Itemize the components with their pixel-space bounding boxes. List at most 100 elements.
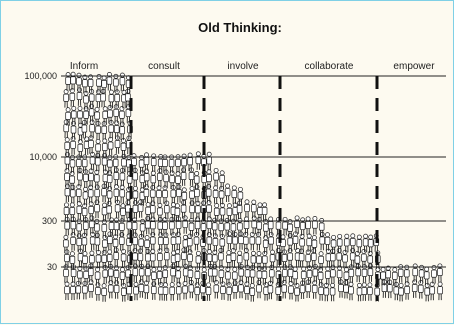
person-figure xyxy=(361,282,368,302)
person-figure xyxy=(242,231,249,252)
stage-label-consult: consult xyxy=(148,61,180,72)
person-figure xyxy=(75,184,82,204)
person-figure xyxy=(212,185,219,205)
person-figure xyxy=(133,281,139,301)
person-figure xyxy=(356,234,363,254)
person-figure xyxy=(220,281,226,301)
person-figure xyxy=(268,231,275,251)
person-figure xyxy=(120,248,127,268)
person-figure xyxy=(404,281,411,301)
person-figure xyxy=(143,280,150,300)
person-figure xyxy=(261,202,268,222)
level-lines xyxy=(61,75,446,268)
person-figure xyxy=(311,280,318,300)
person-figure xyxy=(213,167,220,187)
person-figure xyxy=(195,151,202,171)
person-figure xyxy=(70,281,76,301)
person-figure xyxy=(403,264,410,284)
person-figure xyxy=(194,266,201,286)
person-figure xyxy=(206,231,213,251)
person-figure xyxy=(156,185,162,205)
person-figure xyxy=(88,135,94,155)
person-figure xyxy=(282,216,289,236)
person-figure xyxy=(329,264,336,284)
person-figure xyxy=(63,119,70,139)
person-figure xyxy=(218,265,225,285)
person-figure xyxy=(243,247,250,267)
person-figure xyxy=(81,74,88,94)
person-figure xyxy=(212,233,219,253)
stage-label-inform: Inform xyxy=(70,61,98,72)
person-figure xyxy=(149,248,156,268)
person-figure xyxy=(89,151,96,171)
person-figure xyxy=(288,280,294,301)
person-figure xyxy=(193,231,200,252)
person-figure xyxy=(175,265,182,285)
person-figure xyxy=(411,279,418,299)
person-figure xyxy=(187,249,193,269)
level-label-100000: 100,000 xyxy=(24,71,57,81)
person-figure xyxy=(88,168,95,188)
person-figure xyxy=(106,71,113,92)
person-figure xyxy=(70,232,77,252)
person-figure xyxy=(348,281,354,301)
stage-dividers xyxy=(129,76,379,301)
person-figure xyxy=(231,185,238,205)
person-figure xyxy=(324,232,331,252)
person-figure xyxy=(63,88,70,109)
person-figure xyxy=(65,71,72,92)
person-figure xyxy=(162,264,169,285)
person-figure xyxy=(232,231,239,251)
person-figure xyxy=(149,200,156,220)
person-figure xyxy=(70,71,77,91)
person-figure xyxy=(292,231,299,251)
person-figure xyxy=(281,279,288,300)
person-figure xyxy=(306,233,313,253)
person-figure xyxy=(230,247,237,268)
person-figure xyxy=(156,248,163,268)
person-figure xyxy=(120,137,127,158)
person-figure xyxy=(89,231,96,251)
person-figure xyxy=(244,199,250,219)
person-figure xyxy=(95,249,102,269)
person-figure xyxy=(398,282,405,302)
person-figure xyxy=(64,281,70,301)
person-figure xyxy=(267,280,274,300)
person-figure xyxy=(137,199,144,219)
person-figure xyxy=(367,234,374,254)
stage-label-collaborate: collaborate xyxy=(305,61,354,72)
person-figure xyxy=(101,283,108,303)
person-figure xyxy=(305,249,312,269)
person-figure xyxy=(249,231,256,251)
person-figure xyxy=(431,264,437,285)
person-figure xyxy=(206,199,212,220)
person-figure xyxy=(89,119,96,139)
person-figure xyxy=(143,152,150,172)
person-figure xyxy=(64,183,71,203)
person-figure xyxy=(143,184,150,204)
person-figure xyxy=(262,235,269,255)
person-figure xyxy=(168,154,175,174)
level-label-30: 30 xyxy=(47,262,57,272)
person-figure xyxy=(76,200,83,221)
person-figure xyxy=(366,282,373,302)
person-figure xyxy=(424,282,431,302)
person-figure xyxy=(244,264,251,284)
person-figure xyxy=(251,215,258,235)
diagram-title: Old Thinking: xyxy=(198,20,282,35)
person-figure xyxy=(169,281,176,302)
person-figure xyxy=(119,266,126,287)
person-figure xyxy=(81,119,88,139)
person-figure xyxy=(213,279,220,300)
person-figure xyxy=(437,281,444,301)
person-figure xyxy=(175,231,182,251)
person-figure xyxy=(114,199,121,219)
person-figure xyxy=(170,232,177,252)
person-figure xyxy=(311,215,318,236)
person-figure xyxy=(226,231,233,251)
person-figure xyxy=(226,282,233,302)
person-figure xyxy=(107,279,114,299)
person-figure xyxy=(69,154,76,174)
person-figure xyxy=(205,282,212,302)
